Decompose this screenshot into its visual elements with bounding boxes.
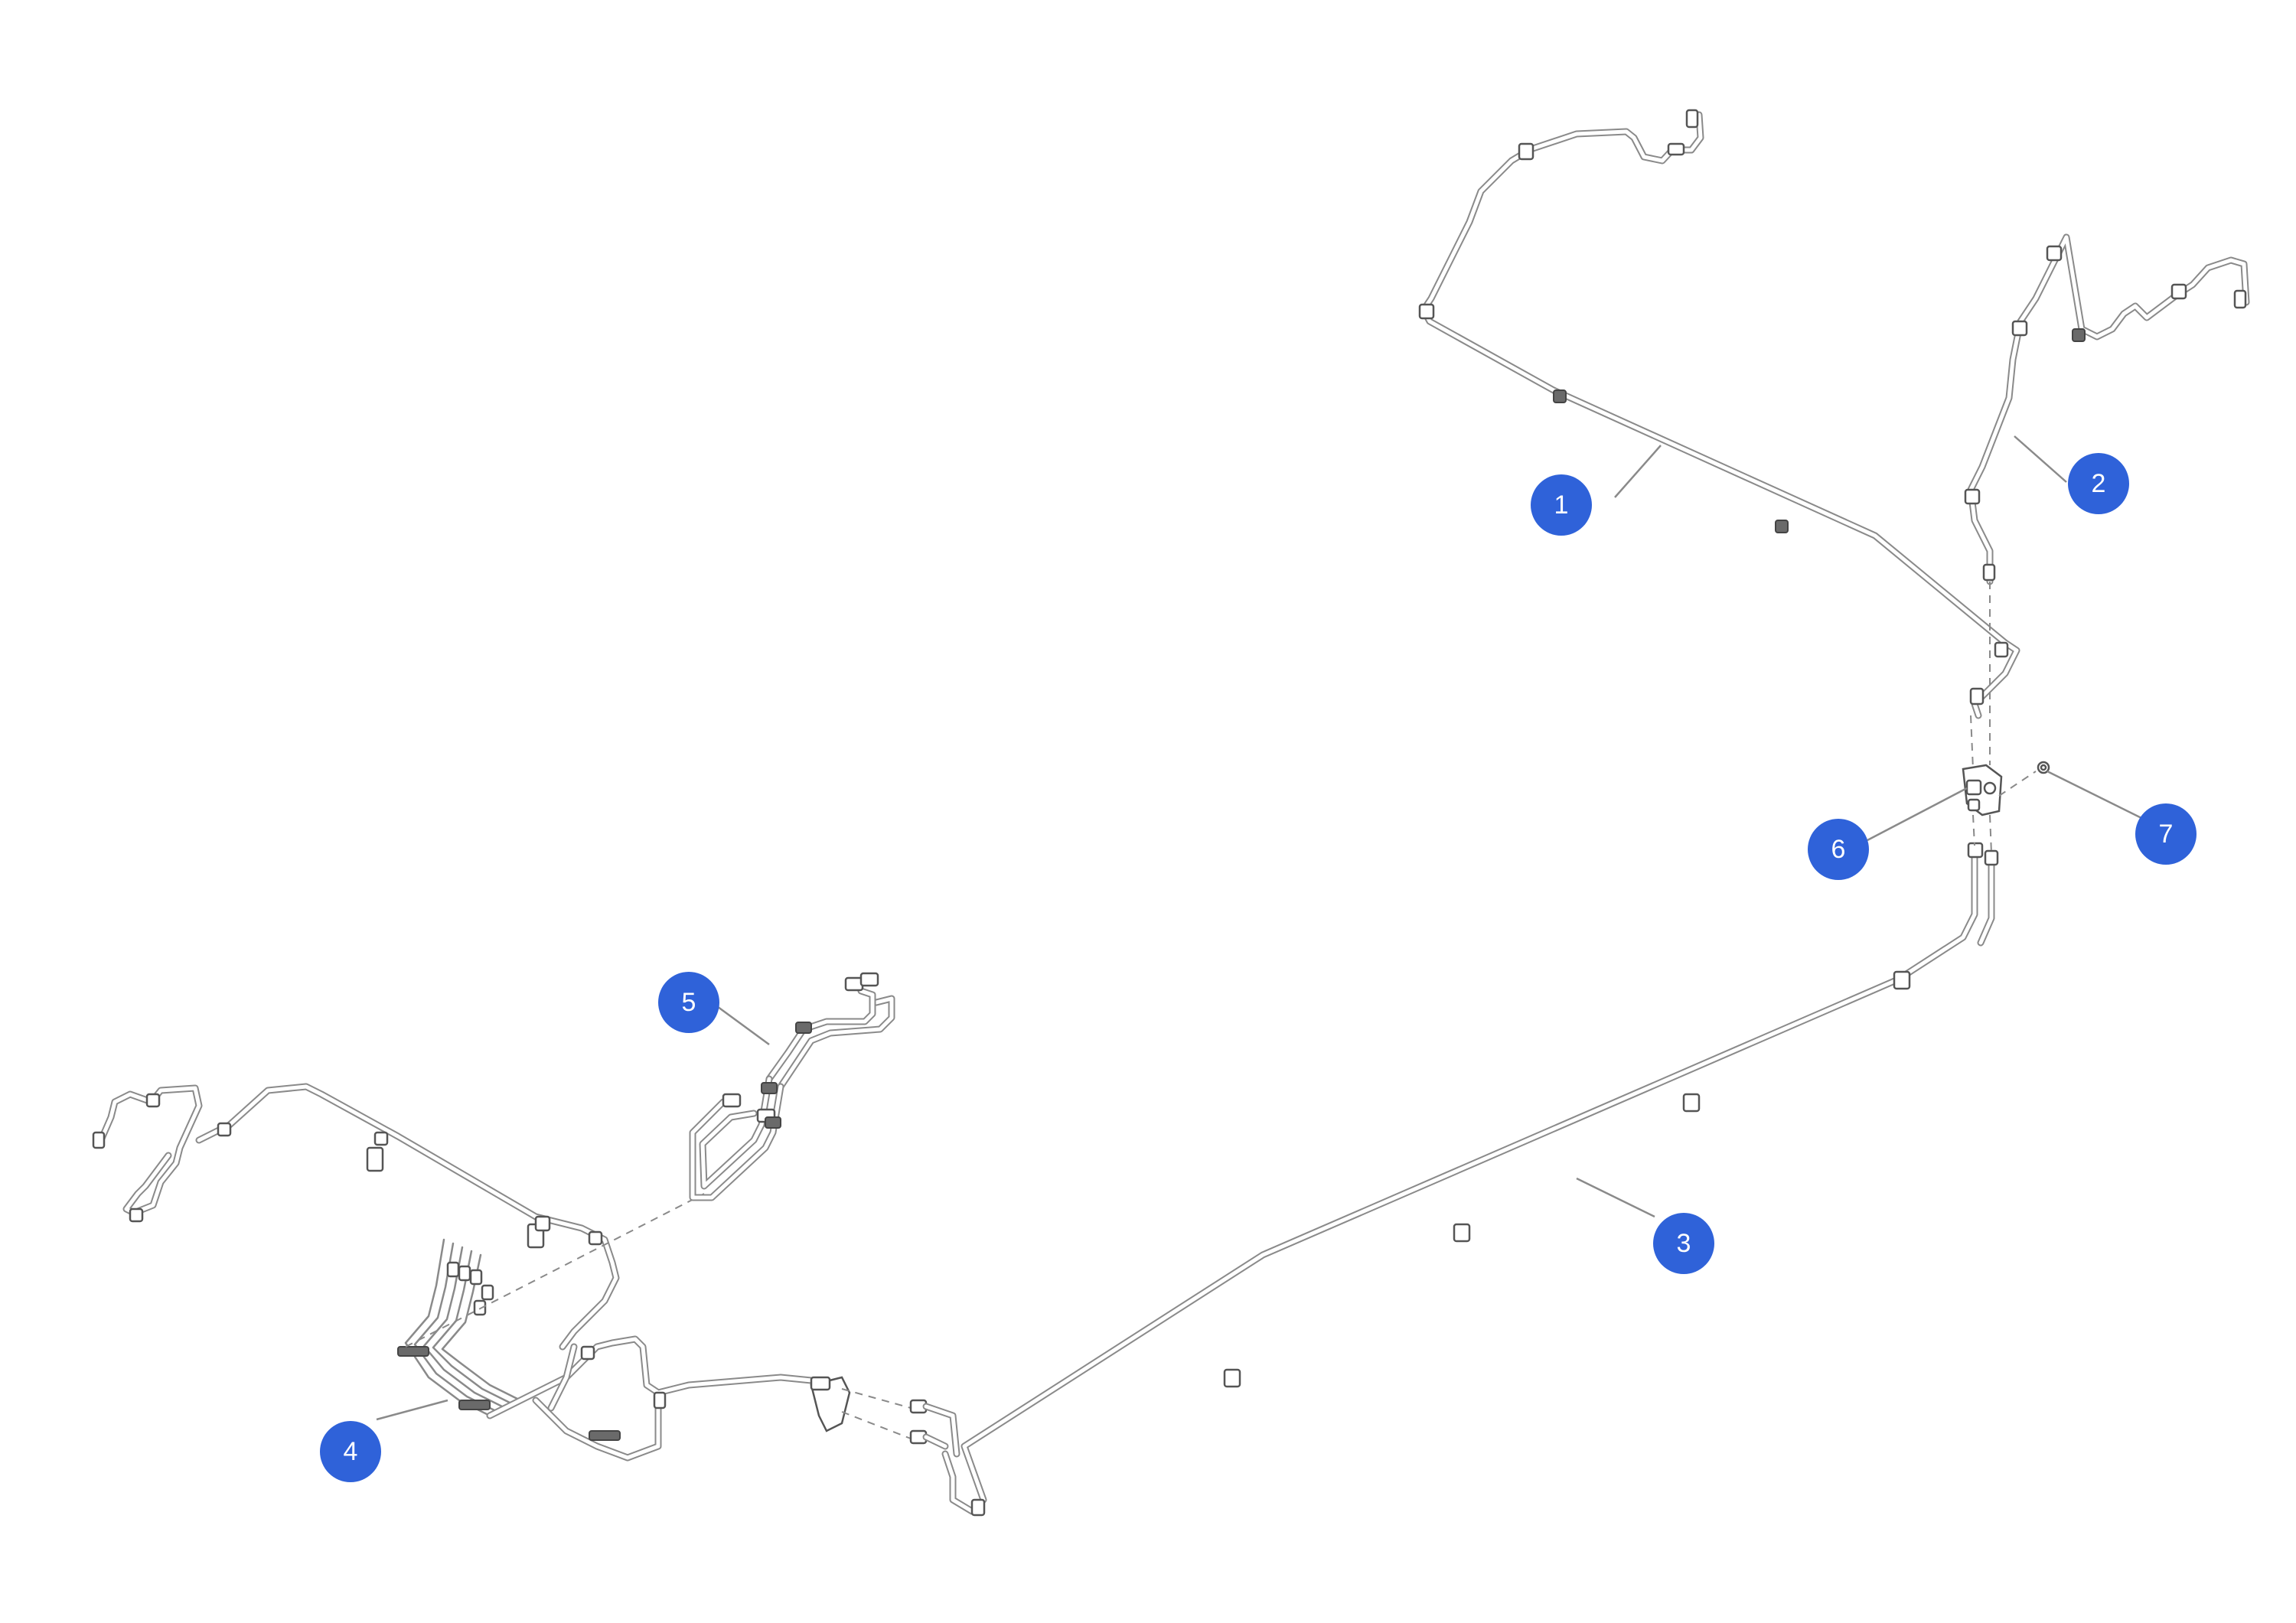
callout-4-label: 4 (344, 1437, 358, 1466)
callout-1[interactable]: 1 (1531, 474, 1592, 536)
callout-7-label: 7 (2159, 820, 2174, 849)
leader-lines (376, 435, 2144, 1421)
part-6-junction-block (1962, 764, 2003, 816)
dashed-connector (1998, 771, 2037, 797)
part-2-brake-pipe (1964, 233, 2250, 585)
callout-5-label: 5 (682, 988, 696, 1017)
dashed-connector (841, 1388, 912, 1409)
callout-3-label: 3 (1677, 1229, 1691, 1258)
dashed-connector (1989, 814, 1992, 854)
callout-6[interactable]: 6 (1808, 819, 1869, 880)
dashed-connector (1970, 715, 1974, 770)
part-1-brake-pipe (1418, 109, 2020, 719)
callout-2[interactable]: 2 (2068, 453, 2129, 514)
part-7-nut (2037, 761, 2050, 774)
callout-7[interactable]: 7 (2135, 803, 2197, 865)
part-3-end-fittings (909, 1399, 960, 1458)
callout-5[interactable]: 5 (658, 972, 719, 1033)
dashed-connector (405, 1193, 705, 1348)
callout-6-label: 6 (1831, 835, 1846, 864)
dashed-connector (1972, 814, 1975, 846)
part-3-brake-pipe (941, 842, 1999, 1517)
callout-2-label: 2 (2092, 469, 2106, 498)
dashed-connector (841, 1411, 912, 1439)
part-4-brake-pipe-assembly (92, 1083, 851, 1462)
part-5-brake-hose (689, 972, 895, 1201)
callout-4[interactable]: 4 (320, 1421, 381, 1482)
callout-1-label: 1 (1554, 490, 1569, 520)
callout-3[interactable]: 3 (1653, 1213, 1714, 1274)
